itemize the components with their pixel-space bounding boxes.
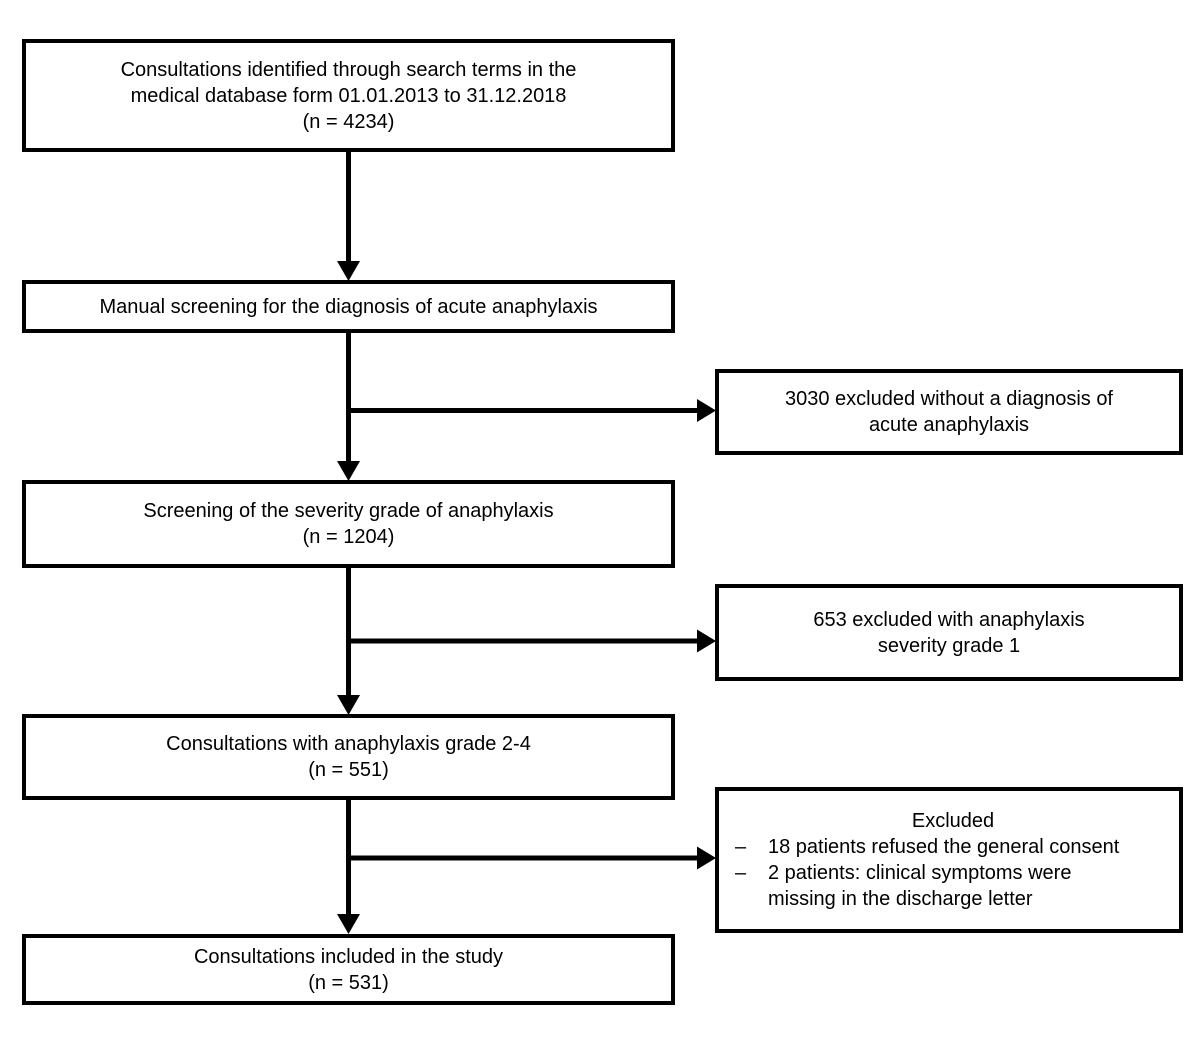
box-excluded-severity-grade-1: 653 excluded with anaphylaxis severity g… — [715, 584, 1183, 681]
arrow-identified-to-manual — [337, 150, 360, 281]
excluded-item: – 18 patients refused the general consen… — [735, 834, 1171, 860]
excluded-box-title: Excluded — [911, 810, 995, 832]
arrow-manual-to-severity — [337, 331, 360, 481]
arrow-branch-excluded-consent — [346, 846, 716, 870]
box-excluded-no-diagnosis-text: 3030 excluded without a diagnosis of acu… — [784, 388, 1113, 436]
box-severity-screening: Screening of the severity grade of anaph… — [22, 480, 675, 568]
box-consultations-identified-text: Consultations identified through search … — [120, 58, 577, 133]
arrow-grade24-to-included — [337, 798, 360, 934]
box-excluded-consent-and-symptoms: Excluded – 18 patients refused the gener… — [715, 787, 1183, 933]
arrow-branch-excluded-no-diagnosis — [346, 399, 716, 422]
box-grade-2-4-consultations-text: Consultations with anaphylaxis grade 2-4… — [166, 733, 531, 781]
excluded-item-dash: – — [735, 836, 747, 858]
excluded-item-text: 2 patients: clinical symptoms were missi… — [768, 862, 1072, 910]
excluded-item-text: 18 patients refused the general consent — [768, 836, 1120, 858]
box-grade-2-4-consultations: Consultations with anaphylaxis grade 2-4… — [22, 714, 675, 800]
arrow-severity-to-grade24 — [337, 566, 360, 715]
box-included-consultations: Consultations included in the study (n =… — [22, 934, 675, 1005]
excluded-item-dash: – — [735, 862, 747, 884]
arrow-branch-excluded-grade-1 — [346, 629, 716, 653]
box-excluded-severity-grade-1-text: 653 excluded with anaphylaxis severity g… — [813, 608, 1085, 657]
box-manual-screening-text: Manual screening for the diagnosis of ac… — [99, 295, 598, 318]
box-excluded-no-diagnosis: 3030 excluded without a diagnosis of acu… — [715, 369, 1183, 455]
box-manual-screening: Manual screening for the diagnosis of ac… — [22, 280, 675, 333]
box-included-consultations-text: Consultations included in the study (n =… — [193, 945, 504, 994]
box-consultations-identified: Consultations identified through search … — [22, 39, 675, 152]
box-severity-screening-text: Screening of the severity grade of anaph… — [143, 500, 554, 548]
excluded-item: – 2 patients: clinical symptoms were mis… — [735, 860, 1171, 912]
